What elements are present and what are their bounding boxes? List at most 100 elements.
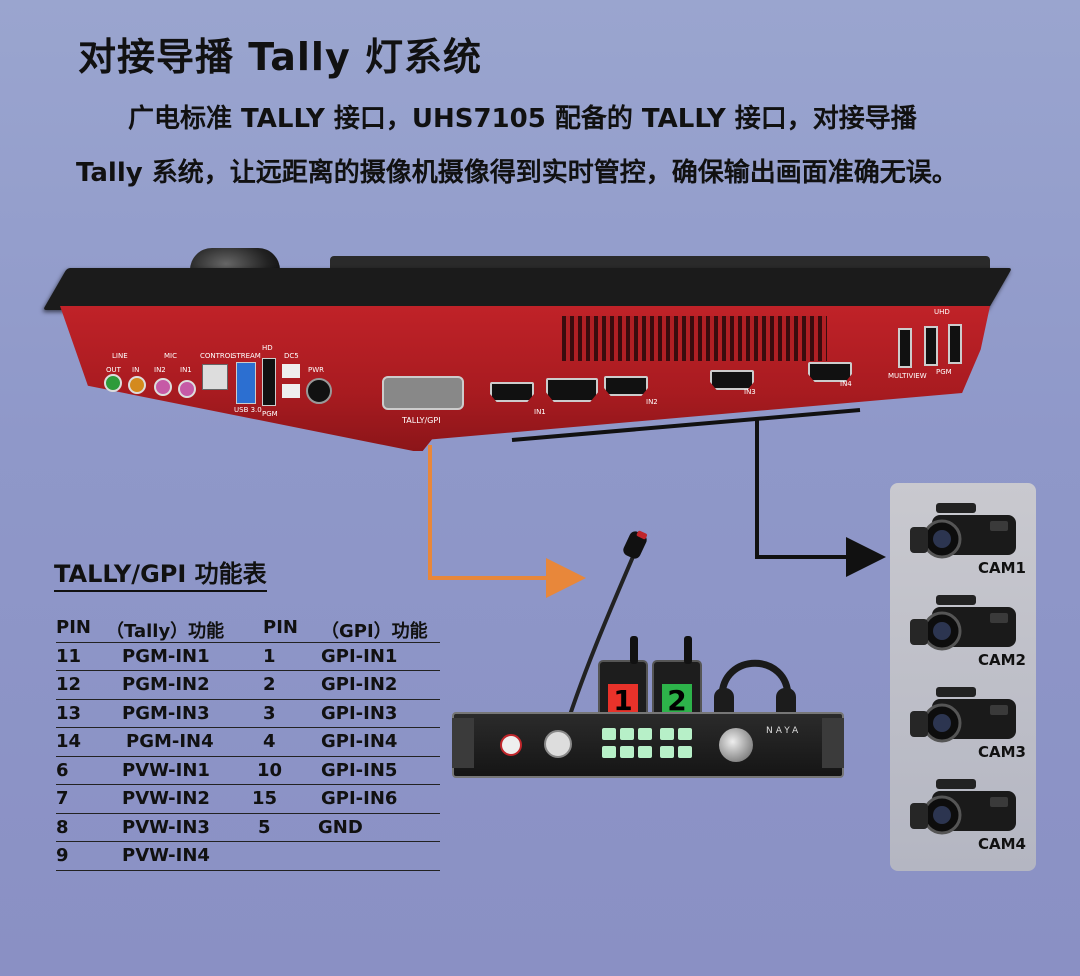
tally-arrow-orange [428,445,586,598]
volume-knob [719,728,753,762]
hdmi-bundle-line [511,408,861,442]
cell: 10 [257,759,283,781]
in3-group-label: IN3 [744,388,756,396]
mic-in1-jack [178,380,196,398]
ethernet-port [202,364,228,390]
key-button [678,728,692,740]
antenna-icon [684,636,692,664]
mic-in1-label: IN1 [180,366,192,374]
cell: 15 [252,788,278,809]
line-label: LINE [112,352,128,360]
line-in-jack [128,376,146,394]
pgm-port-2 [948,324,962,364]
hdmi-in4 [808,362,852,382]
key-button [638,728,652,740]
rack-ear-left [452,718,474,768]
line-out-jack [104,374,122,392]
header-pin-tally: PIN [56,617,91,638]
hdmi-in1-b [546,378,598,402]
vent-grille [562,316,827,361]
table-row: 11 PGM-IN1 1 GPI-IN1 [56,643,440,671]
cell: 14 [56,731,82,752]
cell: GPI-IN4 [321,731,398,752]
key-button [638,746,652,758]
key-button [660,728,674,740]
camera-4: CAM4 [906,773,1026,853]
cell: 3 [263,702,276,724]
in2-group-label: IN2 [646,398,658,406]
usb-a-port-2 [282,384,300,398]
line-in-label: IN [132,366,140,374]
hdmi-in1-a [490,382,534,402]
tally-gpi-label: TALLY/GPI [402,416,441,425]
usb-a-port-1 [282,364,300,378]
switcher-device: LINE OUT IN MIC IN2 IN1 CONTROL STREAM U… [42,248,1013,463]
mic-in2-label: IN2 [154,366,166,374]
line-out-label: OUT [106,366,121,374]
key-button [620,728,634,740]
camcorder-icon [910,595,1016,651]
mic-label: MIC [164,352,177,360]
camcorder-icon [910,779,1016,835]
header-gpi-function: （GPI）功能 [321,621,428,642]
cell: PGM-IN4 [126,731,214,752]
intercom-rack-unit: NAYA [452,712,844,778]
antenna-icon [630,636,638,664]
cell: PGM-IN3 [122,702,210,724]
cell: PGM-IN1 [122,645,210,667]
tally-gpi-port [382,376,464,410]
cell: PVW-IN3 [122,816,210,838]
hd-pgm-port [262,358,276,406]
hd-label: HD [262,344,273,352]
cell: 12 [56,674,82,695]
camera-arrow-black [755,420,886,577]
page-title: 对接导播 Tally 灯系统 [78,35,482,79]
in1-group-label: IN1 [534,408,546,416]
camera-1: CAM1 [906,497,1026,577]
power-button [500,734,522,756]
header-tally-function: （Tally）功能 [106,621,225,642]
cell: PVW-IN4 [122,845,210,866]
usb3-port [236,362,256,404]
cell: 9 [56,845,69,866]
brand-label: NAYA [766,726,802,736]
header-pin-gpi: PIN [263,617,298,638]
hdmi-in3 [710,370,754,390]
stream-label: STREAM [232,352,261,360]
pgm-port-1 [924,326,938,366]
multiview-port [898,328,912,368]
key-button [602,728,616,740]
key-button [602,746,616,758]
table-row: 9 PVW-IN4 [56,842,440,871]
camera-label: CAM3 [978,743,1026,761]
cell: 5 [258,816,271,838]
camcorder-icon [910,687,1016,743]
pwr-label: PWR [308,366,325,374]
cell: 2 [263,674,276,695]
table-header: PIN （Tally）功能 PIN （GPI）功能 [56,614,440,643]
cell: PVW-IN2 [122,788,210,809]
camcorder-icon [910,503,1016,559]
cell: 8 [56,816,69,838]
cell: 11 [56,645,82,667]
cell: 1 [263,645,276,667]
description: 广电标准 TALLY 接口，UHS7105 配备的 TALLY 接口，对接导播 … [76,104,958,188]
table-title: TALLY/GPI 功能表 [54,554,267,592]
cell: GND [318,816,363,838]
key-button [678,746,692,758]
cell: GPI-IN5 [321,759,398,781]
camera-label: CAM4 [978,835,1026,853]
cell: PGM-IN2 [122,674,210,695]
camera-3: CAM3 [906,681,1026,761]
cell: GPI-IN3 [321,702,398,724]
control-label: CONTROL [200,352,235,360]
cell: 4 [263,731,276,752]
cell: PVW-IN1 [122,759,210,781]
camera-2: CAM2 [906,589,1026,669]
cell: GPI-IN1 [321,645,398,667]
